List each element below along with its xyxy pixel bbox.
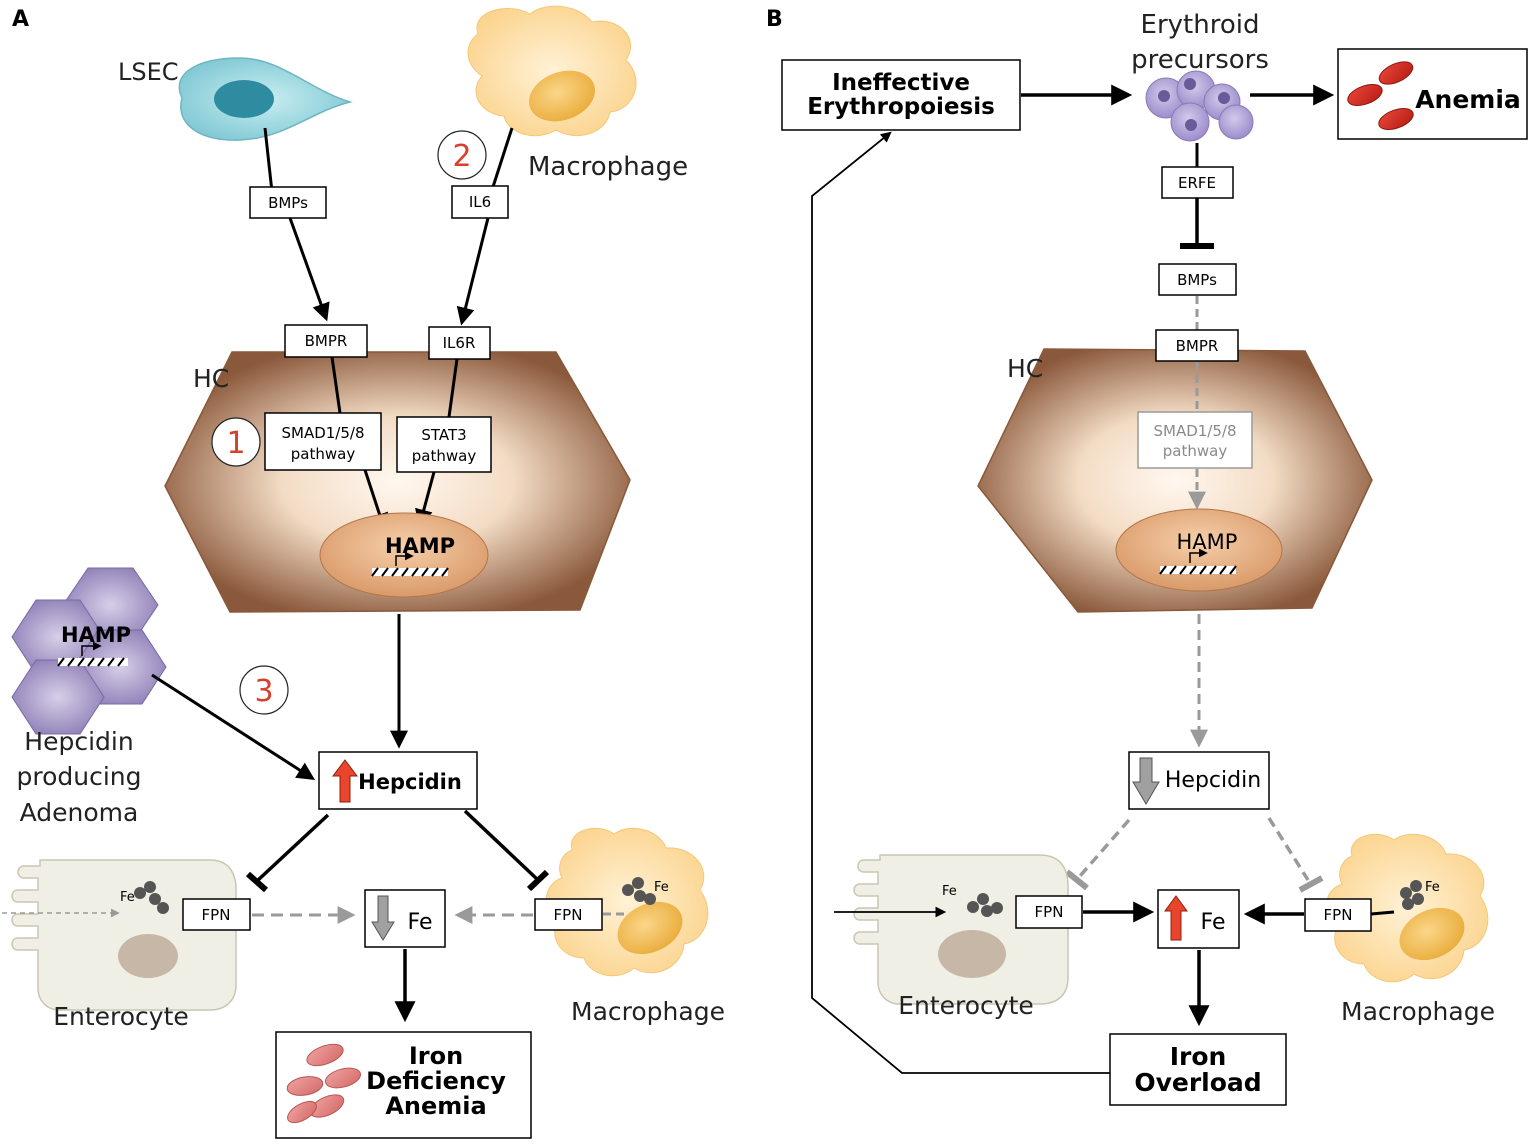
number-3-badge xyxy=(239,665,289,715)
adenoma-cells xyxy=(11,567,167,735)
panel-b-letter: B xyxy=(766,7,783,32)
iron-overload-box xyxy=(1109,1033,1287,1106)
il6r-box xyxy=(428,326,491,360)
bmps-label-b: BMPs xyxy=(1177,271,1217,289)
hc-label-b: HC xyxy=(1007,354,1043,383)
fe-box-b xyxy=(1157,889,1240,949)
fe-small-right-b: Fe xyxy=(1425,880,1440,895)
lsec-label: LSEC xyxy=(118,58,179,86)
fpn-right-label-b: FPN xyxy=(1324,906,1353,924)
hepcidin-label-a: Hepcidin xyxy=(358,770,462,794)
enterocyte-label-a: Enterocyte xyxy=(53,1002,189,1031)
fe-box-a xyxy=(364,889,446,948)
fe-small-left-b: Fe xyxy=(942,884,957,899)
adenoma-label-line2: producing xyxy=(16,762,141,791)
smad-line1: SMAD1/5/8 xyxy=(281,424,364,442)
dna-helix-icon-adenoma xyxy=(57,657,128,667)
macrophage-bottom-label-a: Macrophage xyxy=(571,997,725,1026)
outcome-a-line2: Deficiency xyxy=(366,1067,506,1095)
macrophage-cell-b xyxy=(1325,833,1489,983)
stat3-line1: STAT3 xyxy=(421,426,466,444)
erythroid-label-line1: Erythroid xyxy=(1141,10,1260,40)
hamp-label-a: HAMP xyxy=(385,534,455,558)
up-arrow-icon-b xyxy=(1164,895,1188,941)
stat3-pathway-box xyxy=(396,416,492,473)
outcome-b-line1: Iron xyxy=(1170,1042,1227,1071)
erythroid-label-line2: precursors xyxy=(1131,45,1269,75)
fe-small-right-a: Fe xyxy=(654,880,669,895)
hamp-label-b: HAMP xyxy=(1177,530,1238,554)
lsec-cell xyxy=(178,57,353,141)
il6-label: IL6 xyxy=(469,193,491,211)
enterocyte-cell-a xyxy=(11,859,237,1011)
pink-rbc-icon xyxy=(286,1043,362,1124)
ineffective-line1: Ineffective xyxy=(832,70,970,96)
dna-helix-icon-b xyxy=(1159,565,1237,575)
panel-a: A LSEC Macrophage 2 BMPs IL6 HC BMPR I xyxy=(2,5,725,1139)
fpn-left-label-b: FPN xyxy=(1035,903,1064,921)
smad-line2: pathway xyxy=(291,445,356,463)
red-rbc-icon xyxy=(1347,61,1414,130)
up-arrow-icon xyxy=(332,759,358,803)
bmpr-box-b xyxy=(1155,329,1239,362)
erfe-label: ERFE xyxy=(1178,174,1216,192)
ineffective-line2: Erythropoiesis xyxy=(807,94,995,120)
fpn-box-right-a xyxy=(534,898,603,931)
feedback-loop-line xyxy=(811,131,1110,1074)
erythroid-precursor-cells xyxy=(1145,70,1254,142)
outcome-a-line3: Anemia xyxy=(385,1092,486,1120)
outcome-b-line2: Overload xyxy=(1134,1068,1261,1097)
bmpr-label-b: BMPR xyxy=(1176,337,1219,355)
macrophage-top-label: Macrophage xyxy=(528,152,688,182)
dna-helix-icon-a xyxy=(371,567,449,577)
number-3: 3 xyxy=(254,674,273,709)
macrophage-bottom-cell-a xyxy=(545,827,709,977)
smad-line2-b: pathway xyxy=(1163,442,1228,460)
panel-b: B Ineffective Erythropoiesis Erythroid p… xyxy=(766,7,1528,1106)
macrophage-top-cell xyxy=(467,5,637,137)
fe-label-b: Fe xyxy=(1201,910,1226,935)
il6r-label: IL6R xyxy=(443,334,476,352)
ineffective-erythropoiesis-box xyxy=(781,59,1021,131)
bmps-box xyxy=(249,186,327,219)
smad-pathway-box-b xyxy=(1137,411,1253,469)
adenoma-label-line3: Adenoma xyxy=(20,798,139,827)
down-arrow-icon-b xyxy=(1132,757,1160,805)
outcome-a-line1: Iron xyxy=(409,1042,463,1070)
fpn-left-label-a: FPN xyxy=(202,906,231,924)
fpn-box-left-b xyxy=(1015,895,1083,929)
number-2-badge xyxy=(437,130,487,180)
adenoma-label-line1: Hepcidin xyxy=(24,727,133,756)
fe-small-left-a: Fe xyxy=(120,890,135,905)
anemia-label: Anemia xyxy=(1415,85,1521,114)
enterocyte-label-b: Enterocyte xyxy=(898,991,1034,1020)
bmpr-box xyxy=(284,324,368,358)
fe-label-a: Fe xyxy=(408,910,433,935)
number-1: 1 xyxy=(226,426,245,461)
hc-label-a: HC xyxy=(193,364,229,393)
bmps-box-b xyxy=(1158,263,1237,296)
il6-box xyxy=(451,185,509,219)
fpn-box-right-b xyxy=(1304,898,1372,932)
smad-pathway-box xyxy=(264,412,382,471)
bmpr-label: BMPR xyxy=(305,332,348,350)
fpn-right-label-a: FPN xyxy=(554,906,583,924)
down-arrow-icon xyxy=(371,895,395,941)
smad-line1-b: SMAD1/5/8 xyxy=(1153,422,1236,440)
macrophage-label-b: Macrophage xyxy=(1341,997,1495,1026)
panel-a-letter: A xyxy=(12,7,29,32)
bmps-label: BMPs xyxy=(268,194,308,212)
number-2: 2 xyxy=(452,139,471,174)
hepcidin-label-b: Hepcidin xyxy=(1165,768,1261,793)
adenoma-hamp-label: HAMP xyxy=(61,623,131,647)
enterocyte-cell-b xyxy=(853,854,1069,1005)
stat3-line2: pathway xyxy=(412,447,477,465)
fpn-box-left-a xyxy=(182,898,251,931)
number-1-badge xyxy=(211,417,261,467)
